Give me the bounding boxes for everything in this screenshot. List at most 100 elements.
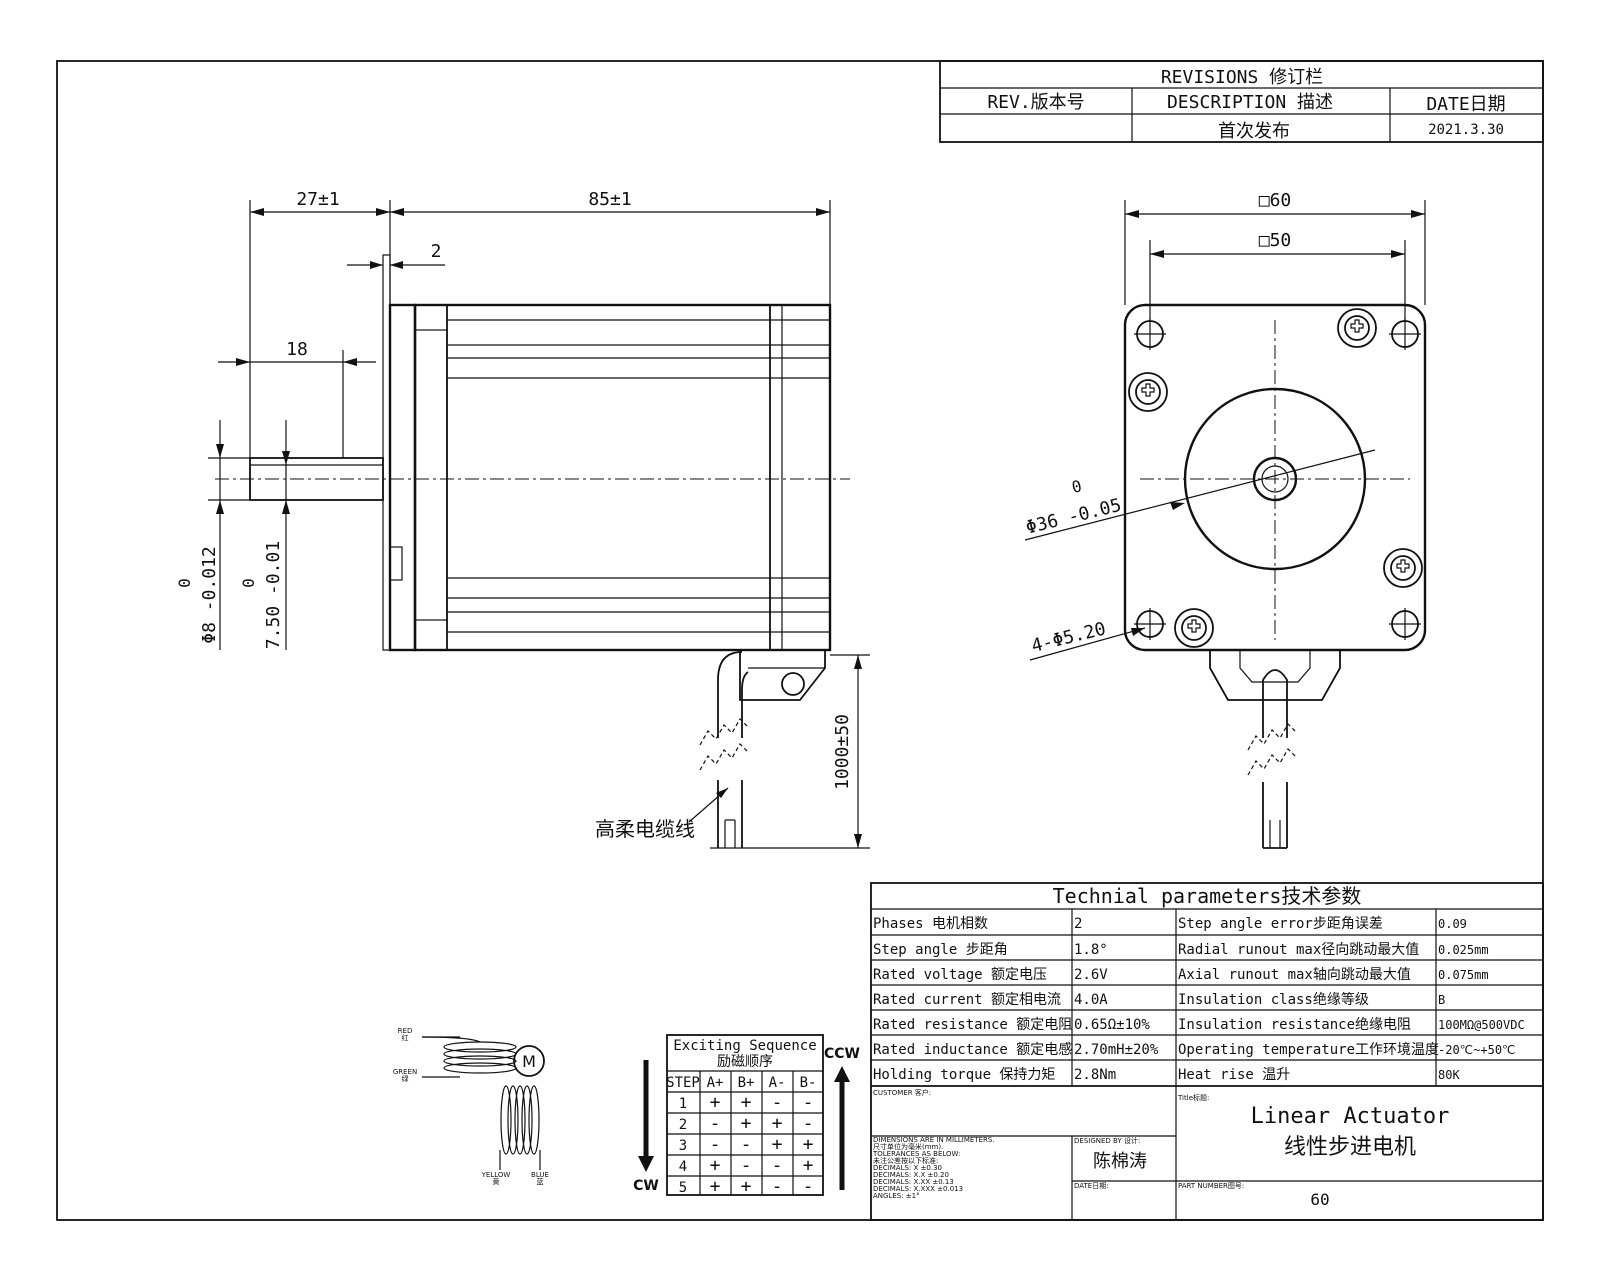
rev-column-header: REV.版本号 [987,92,1084,113]
tolerance-note: DECIMALS: X.XXX ±0.013 [873,1185,963,1193]
sequence-cell: + [710,1176,721,1197]
sequence-cell: - [803,1176,814,1197]
dim-shaft-dia-upper: 0 [175,578,194,588]
tolerance-note: DECIMALS: X ±0.30 [873,1164,942,1172]
tolerance-note: DECIMALS: X.X ±0.20 [873,1171,949,1179]
param-value: 80K [1438,1068,1460,1082]
sequence-step: 1 [679,1096,687,1112]
title-label: Title标题: [1177,1093,1209,1102]
tolerance-note: 尺寸单位为毫米(mm). [873,1142,943,1151]
param-value: B [1438,993,1445,1007]
dim-shaft-length: 27±1 [296,189,339,210]
wire-yellow-label: YELLOW [481,1171,511,1179]
wiring-diagram: M RED 红 GREEN 绿 YELLOW 黄 BLUE 蓝 [393,1027,549,1186]
sequence-step: 3 [679,1138,687,1154]
param-name: Radial runout max径向跳动最大值 [1178,942,1419,958]
ccw-label: CCW [824,1046,860,1062]
dim-body-length: 85±1 [588,189,631,210]
product-title-cn: 线性步进电机 [1284,1135,1416,1160]
designed-by-label: DESIGNED BY 设计: [1074,1136,1140,1145]
part-number-label: PART NUMBER图号: [1178,1182,1244,1190]
tolerance-note: DECIMALS: X.XX ±0.13 [873,1178,954,1186]
revisions-title: REVISIONS 修订栏 [1161,67,1323,88]
sequence-step: 2 [679,1117,687,1133]
tolerance-note: ANGLES: ±1° [873,1192,920,1200]
dim-flat-length: 18 [286,339,308,360]
sequence-title-cn: 励磁顺序 [717,1054,773,1070]
revision-description: 首次发布 [1218,121,1290,142]
param-name: Phases 电机相数 [873,916,988,932]
param-value: -20℃~+50℃ [1438,1043,1516,1057]
param-value: 1.8° [1074,942,1108,958]
sequence-cell: + [772,1134,783,1155]
sequence-step: 5 [679,1180,687,1196]
sequence-header: B+ [738,1075,755,1091]
param-name: Step angle 步距角 [873,942,1008,958]
revisions-block: REVISIONS 修订栏 REV.版本号 DESCRIPTION 描述 DAT… [939,60,1544,143]
screw-icon [1383,548,1423,588]
dim-flat-dia: 7.50 -0.01 [263,541,284,649]
cw-label: CW [633,1178,659,1194]
param-name: Insulation class绝缘等级 [1178,991,1369,1008]
motor-face [1123,303,1427,652]
screw-icon [1337,308,1377,348]
motor-symbol: M [522,1052,536,1071]
sheet-border [56,60,1544,1221]
param-name: Axial runout max轴向跳动最大值 [1178,967,1411,983]
sequence-cell: - [710,1113,721,1134]
wire-yellow-label-cn: 黄 [493,1177,500,1186]
wire-blue-label-cn: 蓝 [537,1177,544,1186]
sequence-cell: - [803,1113,814,1134]
param-name: Rated resistance 额定电阻 [873,1017,1072,1033]
sequence-title-en: Exciting Sequence [673,1038,816,1054]
sequence-cell: - [710,1134,721,1155]
param-value: 2.6V [1074,967,1108,983]
description-column-header: DESCRIPTION 描述 [1167,92,1333,113]
param-name: Step angle error步距角误差 [1178,916,1383,932]
wire-green-label-cn: 绿 [402,1074,409,1083]
param-value: 2.8Nm [1074,1067,1116,1083]
parameters-title: Technial parameters技术参数 [1053,884,1362,908]
dim-mounting-holes: 4-Φ5.20 [1029,618,1108,657]
wire-blue-label: BLUE [531,1171,549,1179]
dim-pilot-upper: 0 [1070,476,1084,497]
wire-red-label: RED [398,1027,413,1035]
dim-flat-dia-upper: 0 [239,578,258,588]
cable-label: 高柔电缆线 [595,817,695,841]
date-column-header: DATE日期 [1426,94,1505,115]
tolerance-note: DIMENSIONS ARE IN MILLIMETERS. [873,1136,995,1144]
param-value: 2.70mH±20% [1074,1042,1159,1058]
sequence-header: STEP [666,1075,700,1091]
sequence-cell: + [803,1155,814,1176]
date-label: DATE日期: [1074,1182,1109,1190]
coil-icon [421,1036,517,1078]
mounting-hole [1134,318,1166,350]
sequence-cell: - [772,1092,783,1113]
tolerance-note: 未注公差按以下标准: [873,1156,938,1165]
param-name: Heat rise 温升 [1178,1067,1290,1083]
param-value: 4.0A [1074,992,1108,1008]
sequence-cell: + [710,1092,721,1113]
param-name: Insulation resistance绝缘电阻 [1178,1017,1411,1033]
sequence-cell: + [741,1113,752,1134]
sequence-header: B- [800,1075,817,1091]
sequence-cell: + [710,1155,721,1176]
part-number: 60 [1310,1190,1329,1209]
param-name: Rated voltage 额定电压 [873,967,1047,983]
wire-green-label: GREEN [393,1068,417,1076]
sequence-cell: + [803,1134,814,1155]
param-name: Rated current 额定相电流 [873,992,1061,1008]
screw-icon [1128,372,1168,412]
sequence-header: A- [769,1075,786,1091]
param-name: Rated inductance 额定电感 [873,1041,1072,1058]
front-view: □60 □50 0 Φ36 -0.05 4-Φ5.20 [1024,190,1427,849]
sequence-cell: - [741,1155,752,1176]
param-value: 0.09 [1438,917,1467,931]
title-block: CUSTOMER 客户: Title标题: Linear Actuator 线性… [871,1086,1543,1220]
sequence-cell: - [741,1134,752,1155]
mounting-hole [1134,608,1166,640]
side-view: 27±1 85±1 2 18 0 Φ8 -0.012 0 7.50 -0.01 [175,189,870,849]
